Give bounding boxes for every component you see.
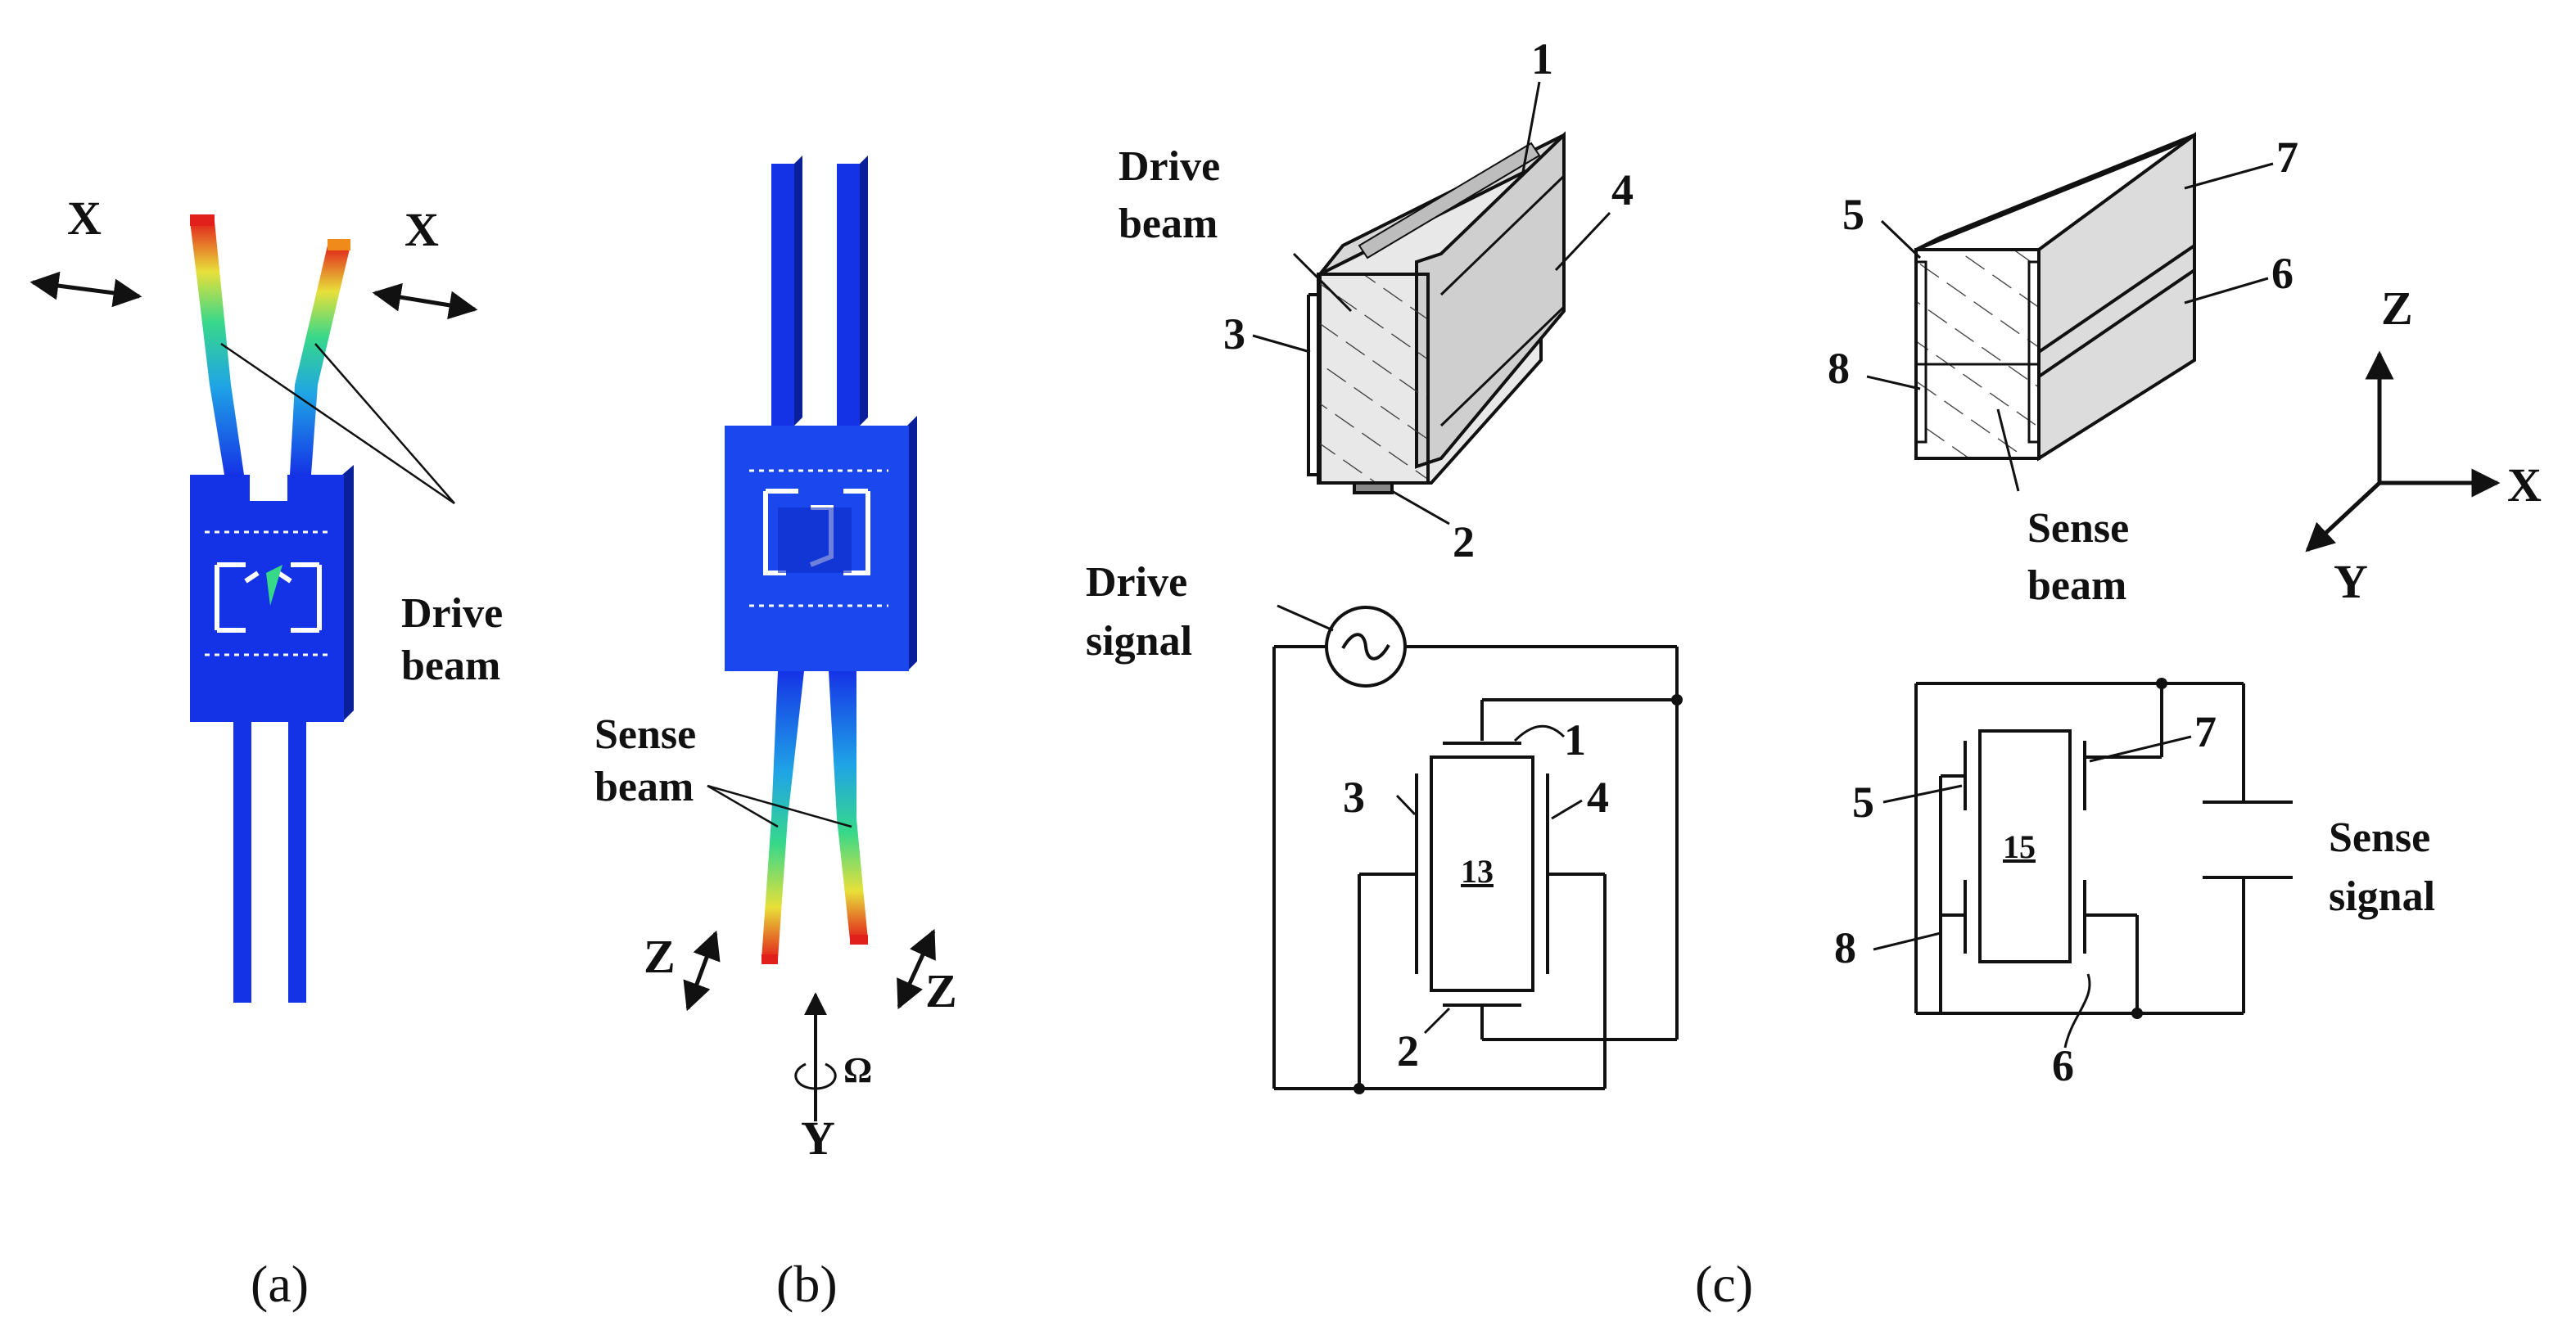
drive-beam-block (1307, 131, 1566, 494)
circuit-num-7: 7 (2194, 707, 2217, 756)
lower-leg-right (288, 704, 306, 1003)
num-8: 8 (1828, 344, 1850, 393)
caption-a: (a) (251, 1255, 309, 1313)
proof-mass-detail (205, 530, 328, 656)
sense-beam-label-c2: beam (2027, 562, 2126, 609)
axis-z-left-arrow (683, 930, 721, 1012)
circuit-num-3: 3 (1343, 773, 1365, 822)
drive-beam-label-c: Drive (1119, 143, 1220, 190)
axis-x-left-label: X (67, 192, 102, 245)
panel-c: Drive beam 1 4 3 2 5 8 7 6 Sens (1086, 34, 2542, 1313)
axes-triad: Z X Y (2305, 282, 2542, 608)
axis-z-right-arrow (897, 928, 936, 1010)
sense-signal-label2: signal (2329, 873, 2435, 920)
axis-z-left-label: Z (644, 930, 676, 983)
drive-signal-label2: signal (1086, 618, 1192, 665)
axis-x-left-arrow (29, 271, 142, 308)
axis-y-label-b: Y (801, 1112, 835, 1165)
sense-beam-label-b2: beam (594, 764, 694, 810)
circuit-num-6: 6 (2052, 1041, 2074, 1090)
axis-z-label-c: Z (2381, 282, 2413, 335)
sense-element-15 (1978, 729, 2072, 963)
upper-tine-left (771, 164, 794, 426)
axis-z-right-label: Z (925, 964, 957, 1017)
sense-block-number: 15 (2003, 828, 2036, 865)
drive-element-13 (1430, 755, 1534, 992)
drive-circuit (1272, 606, 1679, 1090)
circuit-num-4: 4 (1587, 773, 1609, 822)
sense-circuit (1914, 682, 2293, 1015)
caption-b: (b) (776, 1255, 838, 1313)
num-1: 1 (1531, 34, 1553, 83)
plate-side (342, 465, 354, 722)
num-5: 5 (1842, 190, 1864, 239)
omega-label: Ω (843, 1050, 872, 1090)
sense-tine-right (829, 671, 868, 940)
drive-block-number: 13 (1461, 853, 1494, 890)
num-7: 7 (2276, 133, 2298, 182)
rotation-symbol (794, 1062, 837, 1090)
sense-beam-label-c: Sense (2027, 505, 2129, 552)
leader-line-b2 (707, 784, 852, 828)
num-4: 4 (1611, 165, 1634, 214)
drive-beam-label-c2: beam (1119, 201, 1218, 247)
panel-a: X X Drive beam (a) (29, 192, 503, 1313)
lower-leg-left (233, 704, 251, 1003)
drive-beam-label-a: Drive (401, 590, 503, 637)
sense-beam-block (1914, 132, 2196, 462)
sense-beam-label-b: Sense (594, 711, 696, 758)
upper-tine-right (837, 164, 860, 426)
sense-signal-label: Sense (2329, 814, 2430, 861)
drive-tine-right (290, 246, 350, 475)
leader-drive-beam (1292, 252, 1353, 313)
num-3: 3 (1223, 309, 1245, 359)
num-6: 6 (2271, 249, 2294, 298)
axis-x-right-label: X (404, 203, 439, 256)
leader-line-a2 (314, 343, 455, 504)
caption-c: (c) (1695, 1255, 1753, 1313)
sense-tine-left (762, 671, 804, 959)
panel-b: Sense beam Z Z Ω Y (b) (594, 156, 957, 1313)
leader-line-b1 (707, 784, 779, 828)
axis-x-label-c: X (2507, 458, 2542, 512)
drive-beam-label-a2: beam (401, 643, 500, 689)
circuit-num-1: 1 (1564, 715, 1586, 764)
drive-signal-label: Drive (1086, 559, 1187, 606)
num-2: 2 (1453, 517, 1475, 566)
drive-tine-left (190, 221, 244, 475)
circuit-num-2: 2 (1397, 1026, 1419, 1076)
leader-line-a1 (220, 342, 455, 505)
circuit-num-5: 5 (1852, 778, 1874, 827)
axis-y-label-c: Y (2334, 555, 2368, 608)
leader-sense-beam (1996, 408, 2020, 492)
plate-notch (250, 475, 287, 501)
axis-x-right-arrow (372, 282, 478, 320)
circuit-num-8: 8 (1834, 923, 1856, 972)
